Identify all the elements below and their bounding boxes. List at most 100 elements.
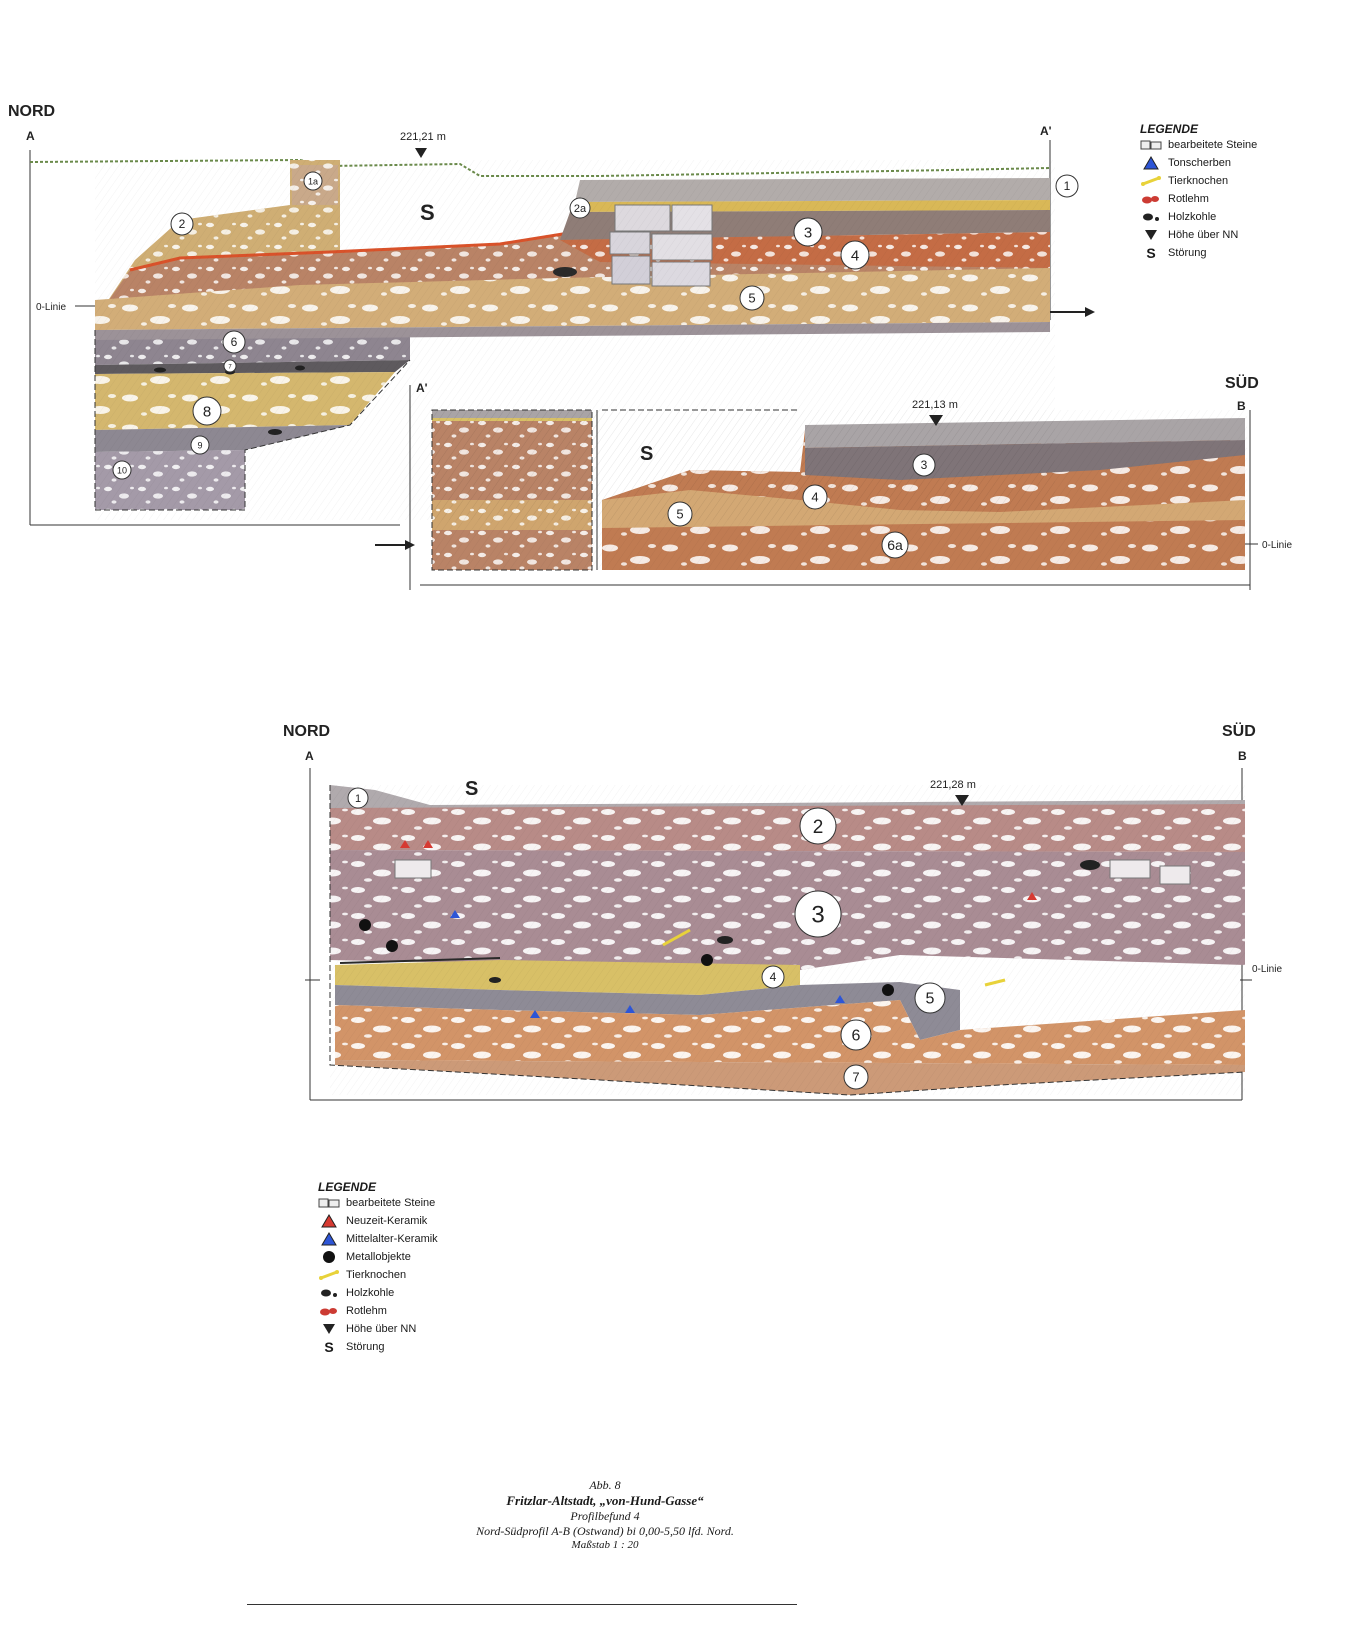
legend-title-top: LEGENDE xyxy=(1140,122,1199,136)
elevation-label-2: 221,13 m xyxy=(912,399,958,411)
lower-profile-drawing: NORD SÜD A B 221,28 m S xyxy=(283,721,1282,1101)
layer-number: 6 xyxy=(852,1028,861,1045)
legend-label: Rotlehm xyxy=(346,1305,387,1317)
point-b-top: B xyxy=(1237,399,1246,413)
layer-number: 1a xyxy=(308,176,318,186)
layer-number: 2 xyxy=(179,217,186,231)
animal-bone-icon xyxy=(1140,174,1162,188)
legend-label: Tierknochen xyxy=(346,1269,407,1281)
layer-circle xyxy=(223,359,237,373)
caption-fig: Abb. 8 xyxy=(589,1478,621,1492)
legend-title-bottom: LEGENDE xyxy=(318,1180,377,1194)
layer-number: 9 xyxy=(197,440,202,450)
charcoal-icon xyxy=(1140,210,1162,224)
pottery-shard-icon xyxy=(1140,156,1162,170)
layer-number: 5 xyxy=(926,991,935,1008)
legend-item: Holzkohle xyxy=(318,1284,538,1302)
layer-circle xyxy=(1055,174,1079,198)
charcoal-icon xyxy=(318,1286,340,1300)
layer-circle xyxy=(843,1064,869,1090)
red-clay-icon xyxy=(318,1304,340,1318)
elevation-label-bottom: 221,28 m xyxy=(930,779,976,791)
modern-ceramic-icon xyxy=(318,1214,340,1228)
layer-number: 4 xyxy=(811,490,818,505)
nord-label-top: NORD xyxy=(8,103,55,120)
elevation-marker-icon xyxy=(1140,228,1162,242)
legend-item: Tonscherben xyxy=(1140,154,1340,172)
nord-label-bottom: NORD xyxy=(283,723,330,740)
legend-label: bearbeitete Steine xyxy=(346,1197,436,1209)
legend-item: Rotlehm xyxy=(1140,190,1340,208)
layer-number: 2a xyxy=(574,203,587,215)
layer-number: 3 xyxy=(811,902,824,929)
layer-number: 2 xyxy=(813,817,824,838)
legend-item: Tierknochen xyxy=(318,1266,538,1284)
sued-label-bottom: SÜD xyxy=(1222,721,1256,740)
s-letter-icon: S xyxy=(1146,245,1156,261)
elevation-marker-icon xyxy=(318,1322,340,1336)
disturbance-label-bottom: S xyxy=(465,778,478,800)
legend-item: Metallobjekte xyxy=(318,1248,538,1266)
figure-caption: Abb. 8 Fritzlar-Altstadt, „von-Hund-Gass… xyxy=(325,1478,885,1551)
legend-item: Mittelalter-Keramik xyxy=(318,1230,538,1248)
layer-number: 5 xyxy=(748,291,755,306)
elevation-label-1: 221,21 m xyxy=(400,131,446,143)
layer-number: 6a xyxy=(887,537,903,553)
legend-item: S Störung xyxy=(1140,244,1340,262)
metal-object-icon xyxy=(318,1250,340,1264)
layer-number: 10 xyxy=(117,465,127,475)
layer-circle xyxy=(914,982,946,1014)
elevation-marker-icon xyxy=(415,148,427,158)
legend-item: Holzkohle xyxy=(1140,208,1340,226)
layer-number: 3 xyxy=(804,224,812,241)
worked-stones-icon xyxy=(318,1196,340,1210)
legend-label: Tonscherben xyxy=(1168,157,1231,169)
layer-circle xyxy=(192,396,222,426)
layer-circle xyxy=(761,965,785,989)
legend-label: Höhe über NN xyxy=(1168,229,1239,241)
legend-item: Neuzeit-Keramik xyxy=(318,1212,538,1230)
layer-circle xyxy=(303,171,323,191)
layer-number: 8 xyxy=(203,403,211,420)
layer-number: 7 xyxy=(852,1070,859,1085)
legend-label: Tierknochen xyxy=(1168,175,1229,187)
layer-circle xyxy=(569,197,591,219)
legend-item: S Störung xyxy=(318,1338,538,1356)
legend-label: Störung xyxy=(1168,247,1207,259)
legend-label: Störung xyxy=(346,1341,385,1353)
layer-number: 1 xyxy=(355,793,361,805)
zero-line-label-right: 0-Linie xyxy=(1262,540,1292,551)
layer-number: 3 xyxy=(921,458,928,472)
legend-label: Holzkohle xyxy=(1168,211,1217,223)
upper-profile-drawing: NORD A A' xyxy=(8,103,1292,590)
layer-number: 6 xyxy=(231,335,238,349)
layer-circle xyxy=(802,484,828,510)
legend-item: bearbeitete Steine xyxy=(318,1194,538,1212)
layer-number: 5 xyxy=(676,507,683,522)
s-letter-icon: S xyxy=(324,1339,334,1355)
zero-line-label-left: 0-Linie xyxy=(36,302,66,313)
caption-scale: Maßstab 1 : 20 xyxy=(571,1539,639,1551)
disturbance-label-2: S xyxy=(640,443,653,465)
caption-line1: Profilbefund 4 xyxy=(570,1509,640,1523)
disturbance-label-1: S xyxy=(420,200,435,225)
red-clay-icon xyxy=(1140,192,1162,206)
legend-label: Neuzeit-Keramik xyxy=(346,1215,428,1227)
point-b-bottom: B xyxy=(1238,749,1247,763)
legend-item: Höhe über NN xyxy=(318,1320,538,1338)
layer-circle xyxy=(739,285,765,311)
legend-label: Mittelalter-Keramik xyxy=(346,1233,438,1245)
layer-circle xyxy=(667,501,693,527)
zero-line-label-bottom: 0-Linie xyxy=(1252,964,1282,975)
layer-number: 1 xyxy=(1064,179,1071,193)
point-a-prime-top: A' xyxy=(1040,124,1052,138)
layer-circle xyxy=(112,460,132,480)
caption-line2: Nord-Südprofil A-B (Ostwand) bi 0,00-5,5… xyxy=(476,1524,734,1538)
point-a-top: A xyxy=(26,129,35,143)
layer-number: 7 xyxy=(228,364,232,370)
worked-stones-icon xyxy=(1140,138,1162,152)
legend-label: Metallobjekte xyxy=(346,1251,411,1263)
